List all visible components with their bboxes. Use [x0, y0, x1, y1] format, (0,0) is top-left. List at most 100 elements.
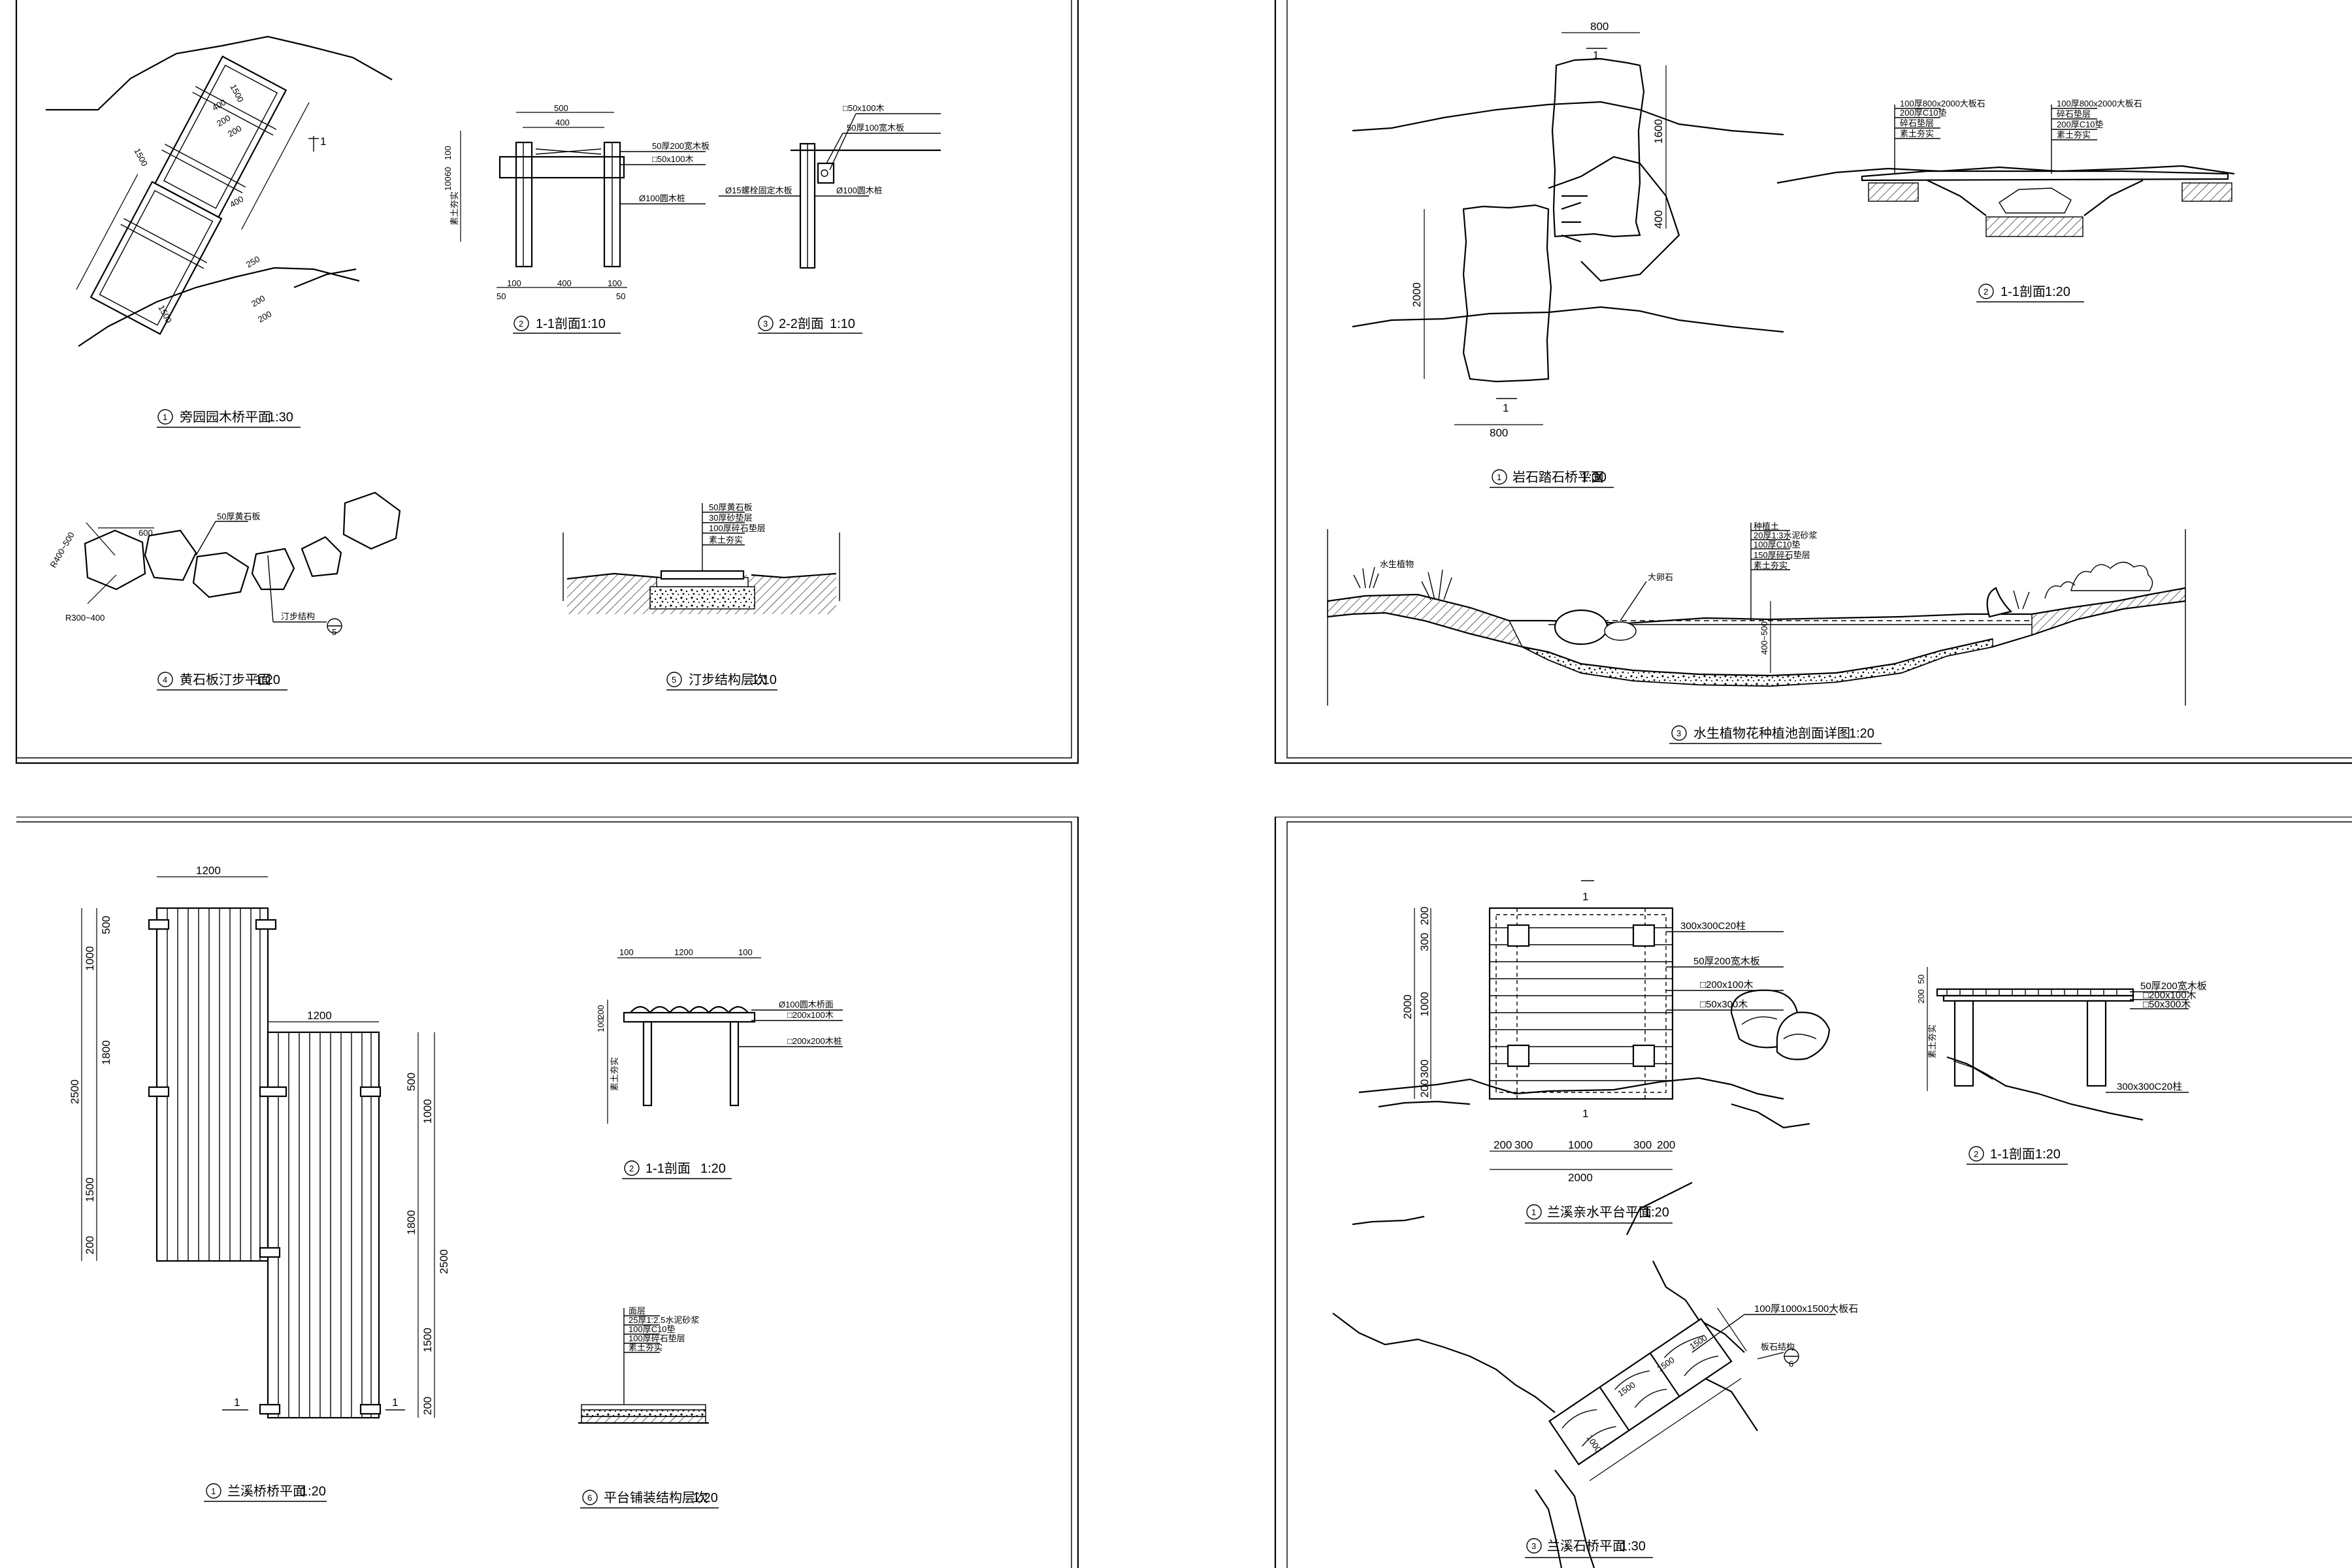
a-d1-section-mark: 1 — [320, 135, 326, 148]
d-d1-dim: 200 — [1494, 1139, 1512, 1151]
d-d2-note: 素土夯实 — [1927, 1024, 1937, 1058]
c-d2-note: 素土夯实 — [610, 1057, 619, 1091]
b-d1-dim: 2000 — [1411, 282, 1423, 307]
a-d4-label: 50厚黄石板 — [217, 512, 260, 521]
b-d2-label: 200厚C10垫 — [1900, 108, 1947, 118]
c-d1-scale: 1:20 — [301, 1484, 326, 1499]
d-d1-dim: 300 — [1418, 933, 1431, 951]
a-d1-dim: 250 — [244, 254, 261, 270]
a-d1-num: 1 — [163, 412, 167, 422]
c-d1-dim: 200 — [421, 1397, 434, 1415]
a-d3-label: 50厚100宽木板 — [847, 123, 904, 133]
d-d2-caption: 1-1剖面 — [1990, 1147, 2035, 1162]
c-d6-label: 面层 — [629, 1306, 645, 1316]
sheet-c-drawing: 1200 1200 2500 1000 500 1500 1800 200 50… — [16, 817, 1079, 1568]
a-d4-caption: 黄石板汀步平面 — [180, 672, 271, 687]
sheet-c-border — [16, 817, 1079, 1568]
a-d2-section: 500 400 100 400 100 50 50 100 60 100 素土夯… — [443, 103, 710, 334]
a-d2-label: □50x100木 — [652, 154, 694, 164]
a-d4-dim: 600 — [139, 528, 153, 538]
b-d2-label: 100厚800x2000大板石 — [1900, 99, 1985, 108]
d-d2-label: □50x300木 — [2143, 999, 2191, 1010]
d-d3-caption: 兰溪石桥平面 — [1547, 1539, 1625, 1554]
a-d5-num: 5 — [672, 675, 676, 685]
c-d1-bridge-plan: 1200 1200 2500 1000 500 1500 1800 200 50… — [69, 864, 450, 1502]
a-d2-label: 50厚200宽木板 — [652, 141, 710, 151]
a-d4-dim: R300~400 — [65, 613, 105, 623]
d-d2-label: 50厚200宽木板 — [2140, 980, 2207, 992]
a-d5-caption: 汀步结构层次 — [689, 672, 767, 687]
a-d2-dim: 400 — [555, 118, 570, 127]
c-d6-paving-structure: 面层 25厚1:2.5水泥砂浆 100厚C10垫 100厚碎石垫层 素土夯实 6… — [578, 1306, 719, 1509]
c-d2-dim: 100 — [738, 947, 753, 957]
b-d1-dim: 1600 — [1652, 119, 1665, 144]
b-d1-caption: 岩石踏石桥平面 — [1512, 470, 1604, 485]
c-d1-dim: 1200 — [307, 1009, 332, 1022]
a-d1-caption: 旁园园木桥平面 — [180, 410, 271, 425]
b-d1-section-mark: 1 — [1593, 49, 1599, 61]
d-d3-num: 3 — [1531, 1541, 1536, 1551]
c-d2-scale: 1:20 — [700, 1162, 726, 1176]
b-d1-section-mark: 1 — [1503, 402, 1509, 414]
c-d2-caption: 1-1剖面 — [645, 1161, 691, 1176]
d-d1-label: 300x300C20柱 — [1680, 921, 1746, 932]
c-d1-dim: 1800 — [405, 1210, 417, 1235]
c-d2-label: Ø100圆木桥面 — [779, 1000, 834, 1009]
c-d2-label: □200x200木桩 — [787, 1036, 842, 1046]
b-d2-label: 素土夯实 — [1900, 129, 1934, 139]
b-d1-dim: 400 — [1652, 210, 1665, 229]
a-d2-dim: 100 — [507, 278, 521, 288]
c-d1-dim: 1500 — [84, 1177, 96, 1202]
b-d3-dim: 400~500 — [1759, 621, 1769, 655]
a-d2-dim: 60 — [443, 167, 453, 176]
a-d3-label: Ø15螺栓固定木板 — [725, 186, 792, 195]
d-d1-dim: 300 — [1418, 1060, 1431, 1078]
d-d1-dim: 300 — [1633, 1139, 1652, 1151]
b-d3-label: 素土夯实 — [1754, 561, 1788, 570]
b-d1-rock-bridge-plan: 800 1600 400 2000 800 1 1 1 岩石踏石桥平面 1:30 — [1352, 20, 1784, 488]
b-d1-dim: 800 — [1590, 20, 1609, 33]
c-d1-dim: 1200 — [196, 864, 221, 877]
d-d1-dim: 1000 — [1418, 992, 1431, 1017]
a-d2-label: Ø100圆木桩 — [639, 193, 685, 203]
b-d3-num: 3 — [1676, 728, 1681, 738]
c-d6-label: 100厚碎石垫层 — [629, 1333, 685, 1343]
b-d1-num: 1 — [1497, 472, 1501, 482]
sheet-d: 200 300 2000 1000 300 200 200 300 1000 3… — [1274, 817, 2352, 1568]
a-d1-dim: 400 — [228, 194, 245, 210]
sheet-a-border — [15, 0, 1079, 764]
d-d1-scale: 1:20 — [1644, 1205, 1669, 1220]
c-d1-dim: 1000 — [421, 1099, 434, 1124]
d-d2-label: 300x300C20柱 — [2117, 1081, 2182, 1092]
sheet-d-drawing: 200 300 2000 1000 300 200 200 300 1000 3… — [1274, 817, 2352, 1568]
a-d3-scale: 1:10 — [830, 317, 855, 331]
a-d2-scale: 1:10 — [580, 317, 606, 331]
b-d3-label: 100厚C10垫 — [1754, 540, 1801, 549]
b-d3-scale: 1:20 — [1849, 727, 1874, 741]
a-d2-num: 2 — [519, 319, 523, 329]
a-d4-note: 汀步结构 — [281, 612, 315, 621]
b-d2-scale: 1:20 — [2045, 285, 2070, 299]
c-d2-label: □200x100木 — [787, 1010, 834, 1020]
a-d5-label: 100厚碎石垫层 — [709, 523, 766, 533]
a-d2-dim: 400 — [557, 278, 572, 288]
a-d5-label: 素土夯实 — [709, 535, 743, 545]
b-d1-scale: 1:30 — [1581, 470, 1607, 485]
sheet-d-border — [1274, 817, 2352, 1568]
a-d2-dim: 100 — [608, 278, 622, 288]
d-d1-section-mark: 1 — [1582, 1107, 1588, 1120]
d-d3-stone-bridge-plan: 100厚1000x1500大板石 1500 1500 1500 1000 板石结… — [1332, 1182, 1858, 1568]
b-d3-planting-pool: 种植土 20厚1:3水泥砂浆 100厚C10垫 150厚碎石垫层 素土夯实 40… — [1327, 521, 2186, 744]
a-d4-stepping-stones: R400~500 600 R300~400 50厚黄石板 汀步结构 5 4 黄石… — [48, 491, 401, 691]
c-d2-section: 100 1200 100 200 100 素土夯实 Ø100圆木桥面 □200x… — [596, 947, 843, 1179]
c-d1-caption: 兰溪桥桥平面 — [227, 1484, 306, 1499]
c-d2-dim: 1200 — [674, 947, 693, 957]
a-d5-label: 30厚砂垫层 — [709, 513, 752, 523]
a-d1-dim: 200 — [215, 113, 232, 129]
d-d3-label: 100厚1000x1500大板石 — [1754, 1303, 1858, 1315]
c-d6-label: 素土夯实 — [629, 1343, 662, 1352]
c-d1-dim: 2500 — [69, 1079, 81, 1104]
a-d1-scale: 1:30 — [268, 410, 293, 425]
b-d2-caption: 1-1剖面 — [2001, 284, 2046, 299]
d-d1-dim: 1000 — [1568, 1139, 1593, 1151]
